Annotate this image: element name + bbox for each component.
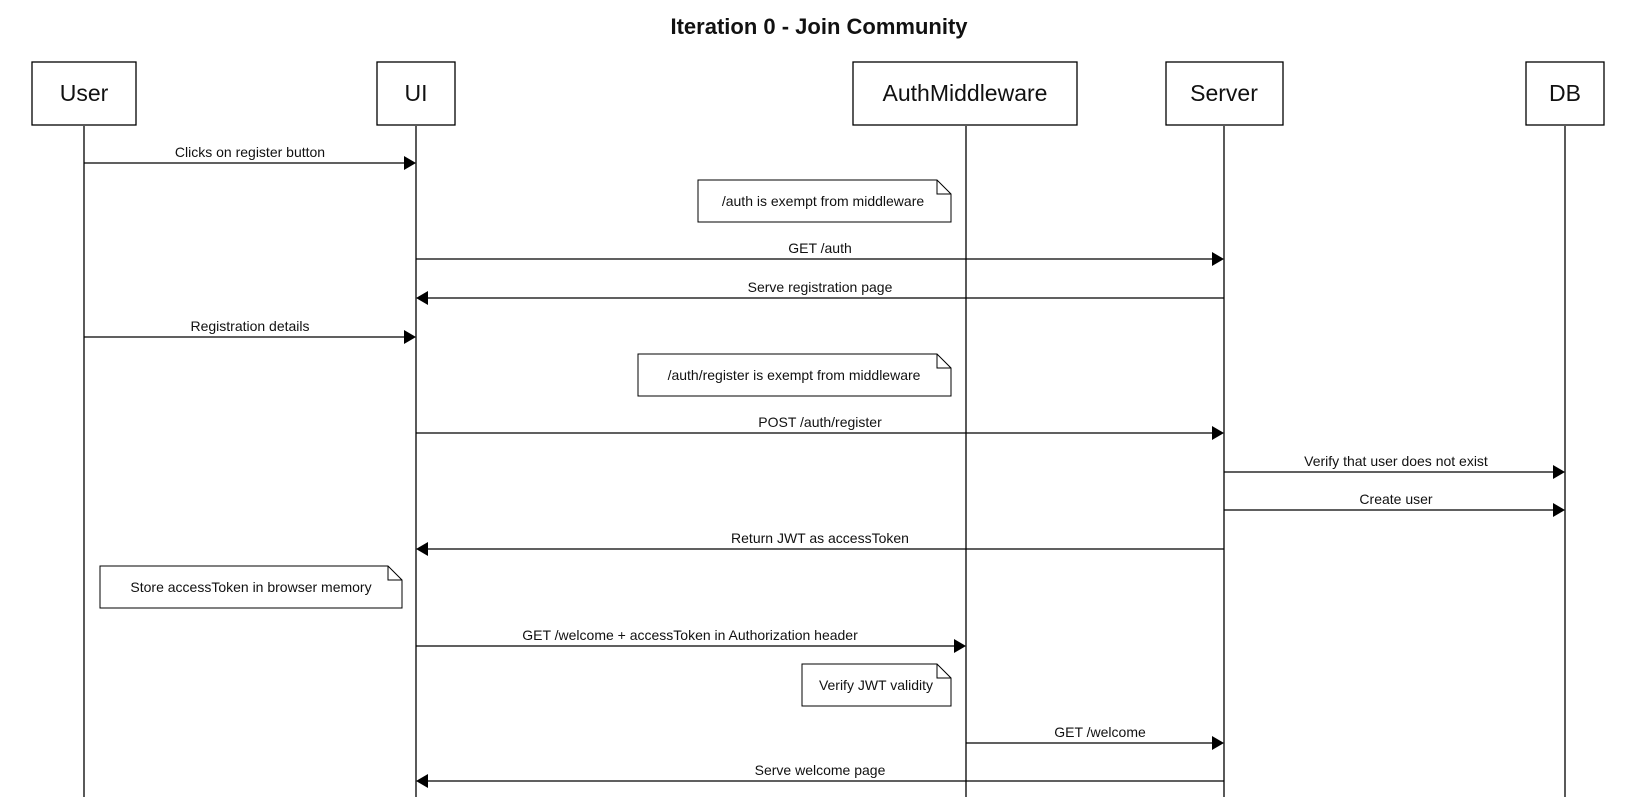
message-return-jwt: Return JWT as accessToken — [416, 530, 1224, 556]
message-serve-registration: Serve registration page — [416, 279, 1224, 305]
message-label: POST /auth/register — [758, 414, 882, 430]
note-label: Store accessToken in browser memory — [130, 579, 371, 595]
message-get-welcome-token: GET /welcome + accessToken in Authorizat… — [416, 627, 966, 653]
message-label: Return JWT as accessToken — [731, 530, 909, 546]
actor-db: DB — [1525, 61, 1605, 126]
message-label: Serve welcome page — [755, 762, 886, 778]
message-create-user: Create user — [1224, 491, 1565, 517]
message-verify-user: Verify that user does not exist — [1224, 453, 1565, 479]
actor-user: User — [31, 61, 137, 126]
message-clicks-register: Clicks on register button — [84, 144, 416, 170]
note-auth-exempt: /auth is exempt from middleware — [697, 179, 952, 223]
note-label: Verify JWT validity — [819, 677, 933, 693]
message-serve-welcome: Serve welcome page — [416, 762, 1224, 788]
message-label: GET /welcome — [1054, 724, 1146, 740]
message-label: Registration details — [190, 318, 309, 334]
actor-label: DB — [1549, 80, 1581, 106]
message-label: Verify that user does not exist — [1304, 453, 1488, 469]
actor-label: Server — [1190, 80, 1258, 106]
note-store-access-token: Store accessToken in browser memory — [99, 565, 403, 609]
message-label: Create user — [1359, 491, 1432, 507]
message-label: Serve registration page — [748, 279, 893, 295]
message-label: Clicks on register button — [175, 144, 325, 160]
actor-server: Server — [1165, 61, 1284, 126]
message-get-welcome: GET /welcome — [966, 724, 1224, 750]
message-get-auth: GET /auth — [416, 240, 1224, 266]
actor-label: User — [60, 80, 109, 106]
note-auth-register-exempt: /auth/register is exempt from middleware — [637, 353, 952, 397]
actor-label: AuthMiddleware — [883, 80, 1048, 106]
note-label: /auth/register is exempt from middleware — [668, 367, 921, 383]
note-verify-jwt: Verify JWT validity — [801, 663, 952, 707]
message-label: GET /auth — [788, 240, 852, 256]
actor-label: UI — [405, 80, 428, 106]
note-label: /auth is exempt from middleware — [722, 193, 925, 209]
actor-ui: UI — [376, 61, 456, 126]
diagram-title: Iteration 0 - Join Community — [670, 14, 968, 39]
message-label: GET /welcome + accessToken in Authorizat… — [522, 627, 858, 643]
message-post-auth-register: POST /auth/register — [416, 414, 1224, 440]
actor-auth-middleware: AuthMiddleware — [852, 61, 1078, 126]
message-registration-details: Registration details — [84, 318, 416, 344]
